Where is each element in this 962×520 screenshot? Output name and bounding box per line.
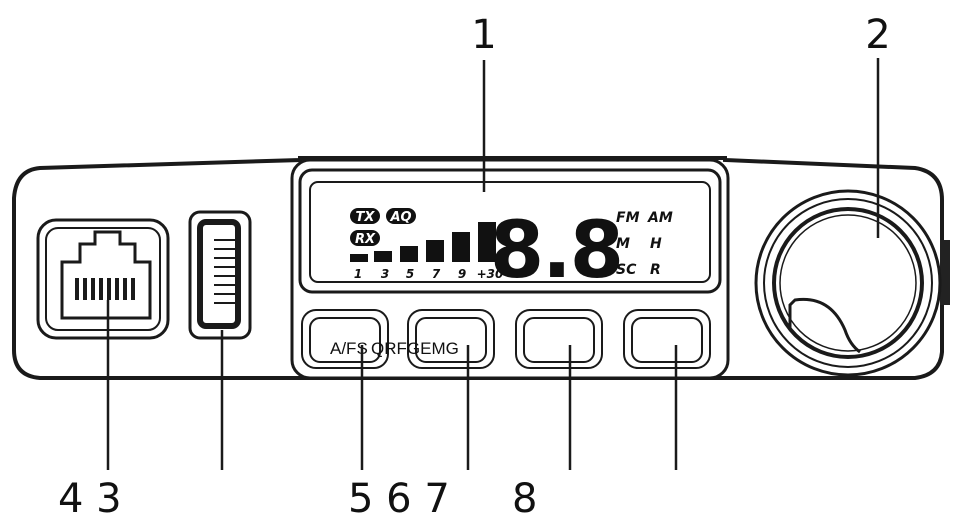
callout-5-6-7: 5 6 7 bbox=[348, 476, 450, 520]
callout-lines bbox=[106, 58, 880, 470]
callout-2: 2 bbox=[865, 12, 890, 58]
callout-4-3: 4 3 bbox=[58, 476, 122, 520]
button-2-label: QRFGEMG bbox=[371, 339, 459, 358]
lcd-display: TX AQ RX 1 3 5 7 9 +30 8.8 FM M SC AM H bbox=[290, 158, 730, 380]
volume-thumbwheel[interactable] bbox=[188, 210, 252, 340]
signal-meter bbox=[350, 222, 496, 262]
mode-r: R bbox=[650, 262, 661, 278]
scale-30: +30 bbox=[477, 267, 504, 281]
mode-h: H bbox=[650, 236, 662, 252]
aq-indicator bbox=[386, 208, 416, 224]
signal-scale: 1 3 5 7 9 +30 bbox=[354, 267, 504, 281]
button-3[interactable] bbox=[515, 309, 603, 369]
callout-1: 1 bbox=[471, 12, 496, 58]
mode-fm: FM bbox=[616, 210, 640, 226]
callout-8: 8 bbox=[512, 476, 537, 520]
rj45-jack bbox=[36, 218, 170, 340]
mode-am: AM bbox=[647, 210, 673, 226]
button-1-label: A/FS bbox=[330, 339, 368, 358]
channel-knob[interactable] bbox=[754, 189, 942, 377]
rx-indicator bbox=[350, 230, 380, 246]
mode-sc: SC bbox=[616, 262, 637, 278]
scale-3: 3 bbox=[381, 267, 389, 281]
scale-9: 9 bbox=[458, 267, 466, 281]
tx-indicator bbox=[350, 208, 380, 224]
button-4[interactable] bbox=[623, 309, 711, 369]
channel-digits: 8.8 bbox=[490, 206, 622, 296]
tx-label: TX bbox=[356, 210, 376, 225]
scale-1: 1 bbox=[354, 267, 362, 281]
rx-label: RX bbox=[355, 232, 376, 247]
side-connector bbox=[940, 240, 950, 305]
aq-label: AQ bbox=[389, 210, 411, 225]
scale-7: 7 bbox=[432, 267, 441, 281]
mode-m: M bbox=[616, 236, 630, 252]
scale-5: 5 bbox=[406, 267, 414, 281]
